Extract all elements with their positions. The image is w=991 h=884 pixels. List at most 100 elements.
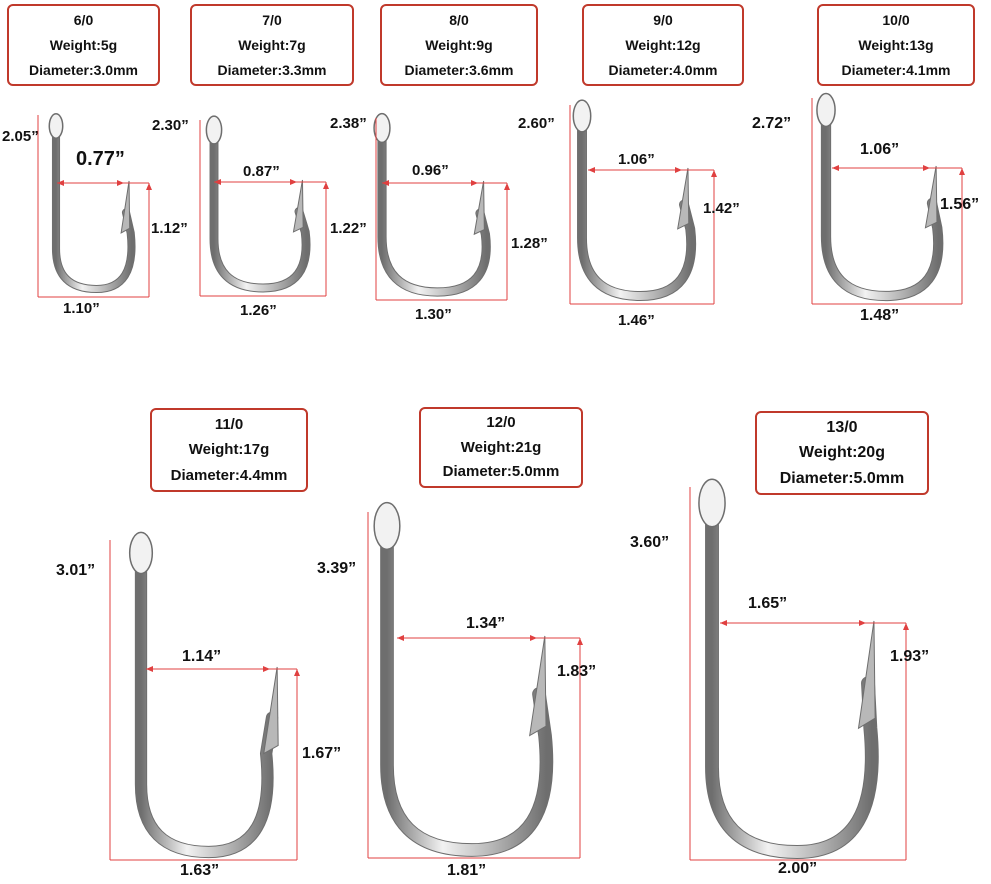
arrow-right — [471, 180, 478, 186]
width-label: 1.81” — [447, 862, 487, 879]
arrow-up — [577, 638, 583, 645]
hook-size: 7/0 — [262, 12, 282, 28]
hook-size: 9/0 — [653, 12, 673, 28]
bend-label: 1.28” — [511, 235, 548, 252]
arrow-right — [530, 635, 537, 641]
gap-label: 1.34” — [466, 615, 506, 632]
hook-barb — [677, 167, 690, 230]
hook-weight: Weight:21g — [460, 438, 542, 456]
hook-weight: Weight:17g — [188, 441, 270, 459]
bend-label: 1.67” — [302, 745, 342, 762]
hook-outline — [820, 102, 944, 302]
hook-eye — [128, 531, 154, 575]
width-label: 1.46” — [618, 312, 655, 329]
hook-eye — [205, 115, 223, 145]
length-label: 3.60” — [630, 534, 670, 551]
hook-eye — [373, 112, 391, 144]
bend-label: 1.56” — [940, 196, 980, 213]
hook-diameter: Diameter:3.6mm — [404, 61, 514, 78]
hook-barb — [924, 165, 938, 229]
length-label: 2.30” — [152, 117, 189, 134]
hook-body — [378, 124, 490, 296]
length-label: 2.05” — [2, 128, 39, 145]
hook-size: 6/0 — [73, 12, 94, 28]
bend-label: 1.22” — [330, 220, 367, 237]
hook-weight: Weight:13g — [858, 36, 934, 53]
hook-weight: Weight:7g — [238, 36, 306, 53]
arrow-left — [397, 635, 404, 641]
arrow-right — [859, 620, 866, 626]
hook-weight: Weight:20g — [799, 444, 885, 462]
arrow-right — [923, 165, 930, 171]
width-label: 1.10” — [63, 300, 100, 317]
arrow-up — [711, 170, 717, 177]
hook-diameter: Diameter:4.0mm — [608, 61, 718, 78]
arrow-right — [290, 179, 297, 185]
hook-barb — [120, 180, 131, 234]
hook-eye — [48, 113, 64, 139]
length-label: 2.72” — [752, 115, 792, 132]
arrow-up — [504, 183, 510, 190]
gap-label: 0.87” — [243, 163, 280, 180]
hook-size: 10/0 — [882, 12, 910, 28]
hook-outline — [577, 110, 697, 301]
gap-label: 1.06” — [860, 141, 900, 158]
hook-eye — [373, 501, 401, 551]
bend-label: 1.93” — [890, 648, 930, 665]
arrow-left — [720, 620, 727, 626]
length-label: 3.01” — [56, 562, 96, 579]
hook-outline — [134, 543, 279, 859]
width-label: 2.00” — [778, 860, 818, 877]
hook-body — [381, 516, 553, 856]
hook-size: 12/0 — [486, 414, 516, 431]
hook-weight: Weight:12g — [625, 36, 701, 53]
hook-outline — [377, 123, 491, 297]
gap-label: 1.65” — [748, 595, 788, 612]
arrow-left — [588, 167, 595, 173]
hook-outline — [705, 490, 879, 859]
width-label: 1.30” — [415, 306, 452, 323]
hook-barb — [263, 666, 279, 755]
arrow-left — [832, 165, 839, 171]
hook-barb — [529, 635, 547, 737]
hook-outline — [380, 515, 554, 857]
width-label: 1.63” — [180, 862, 220, 879]
hook-body — [578, 111, 696, 300]
hook-eye — [816, 92, 836, 128]
hook-eye — [698, 478, 726, 528]
arrow-right — [675, 167, 682, 173]
hook-weight: Weight:9g — [425, 36, 493, 53]
hook-diameter: Diameter:3.0mm — [29, 61, 138, 78]
arrow-up — [294, 669, 300, 676]
hook-diameter: Diameter:5.0mm — [442, 463, 560, 481]
arrow-right — [263, 666, 270, 672]
hook-barb — [292, 179, 304, 233]
arrow-left — [382, 180, 389, 186]
bend-label: 1.42” — [703, 200, 740, 217]
arrow-up — [959, 168, 965, 175]
length-label: 2.38” — [330, 115, 367, 132]
length-label: 2.60” — [518, 115, 555, 132]
bend-label: 1.83” — [557, 663, 597, 680]
hook-size: 11/0 — [214, 416, 244, 433]
bend-label: 1.12” — [151, 220, 188, 237]
hook-diameter: Diameter:5.0mm — [779, 469, 905, 487]
arrow-left — [146, 666, 153, 672]
hook-outline — [209, 125, 311, 293]
hook-body — [210, 126, 310, 292]
hook-body — [706, 491, 878, 858]
hook-body — [135, 544, 278, 858]
hook-diameter: Diameter:4.4mm — [170, 466, 288, 484]
hook-weight: Weight:5g — [49, 36, 118, 53]
hook-barb — [473, 180, 485, 236]
width-label: 1.26” — [240, 302, 277, 319]
arrow-left — [214, 179, 221, 185]
